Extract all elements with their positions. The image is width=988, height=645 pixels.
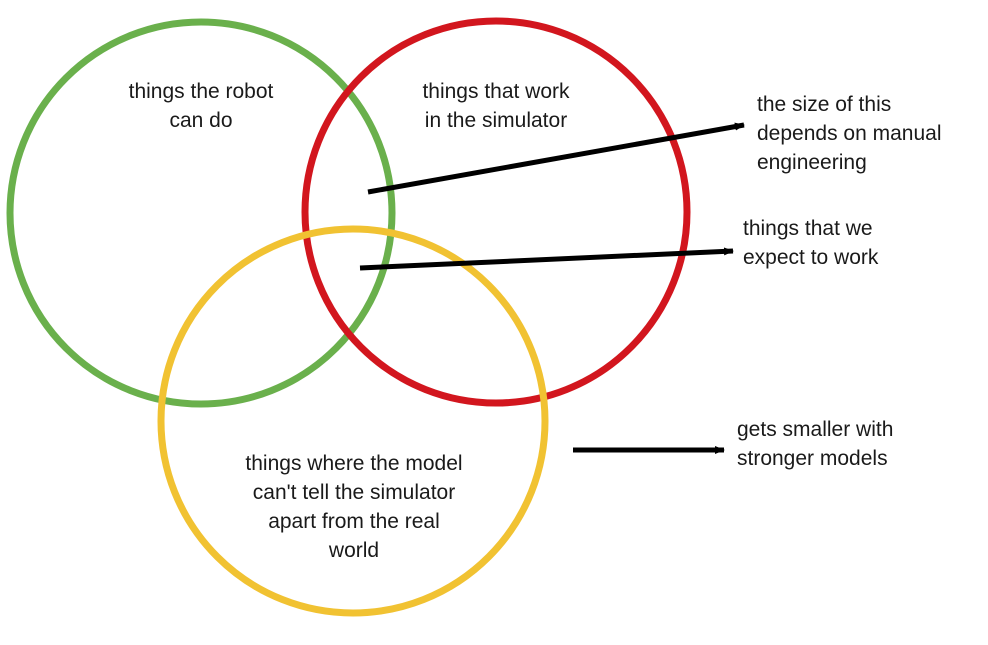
model-label-line-4: world [328,539,379,562]
expect-note-line-2: expect to work [743,246,879,269]
manual-note-line-3: engineering [757,151,867,174]
manual-note-line-2: depends on manual [757,122,941,145]
arrow-expect [359,247,734,271]
simulator-label-line-1: things that work [422,80,570,103]
manual-note-line-1: the size of this [757,93,891,116]
circle-simulator [301,17,691,407]
robot-label-line-2: can do [169,109,232,132]
robot-label-line-1: things the robot [129,80,274,103]
expect-note-line-1: things that we [743,217,873,240]
circle-robot [6,18,396,408]
arrow-manual [367,122,745,195]
smaller-note-line-2: stronger models [737,447,888,470]
smaller-note-line-1: gets smaller with [737,418,893,441]
model-label-line-3: apart from the real [268,510,440,533]
model-label-line-2: can't tell the simulator [253,481,455,504]
simulator-label-line-2: in the simulator [425,109,567,132]
circle-model [157,225,549,617]
model-label-line-1: things where the model [245,452,462,475]
